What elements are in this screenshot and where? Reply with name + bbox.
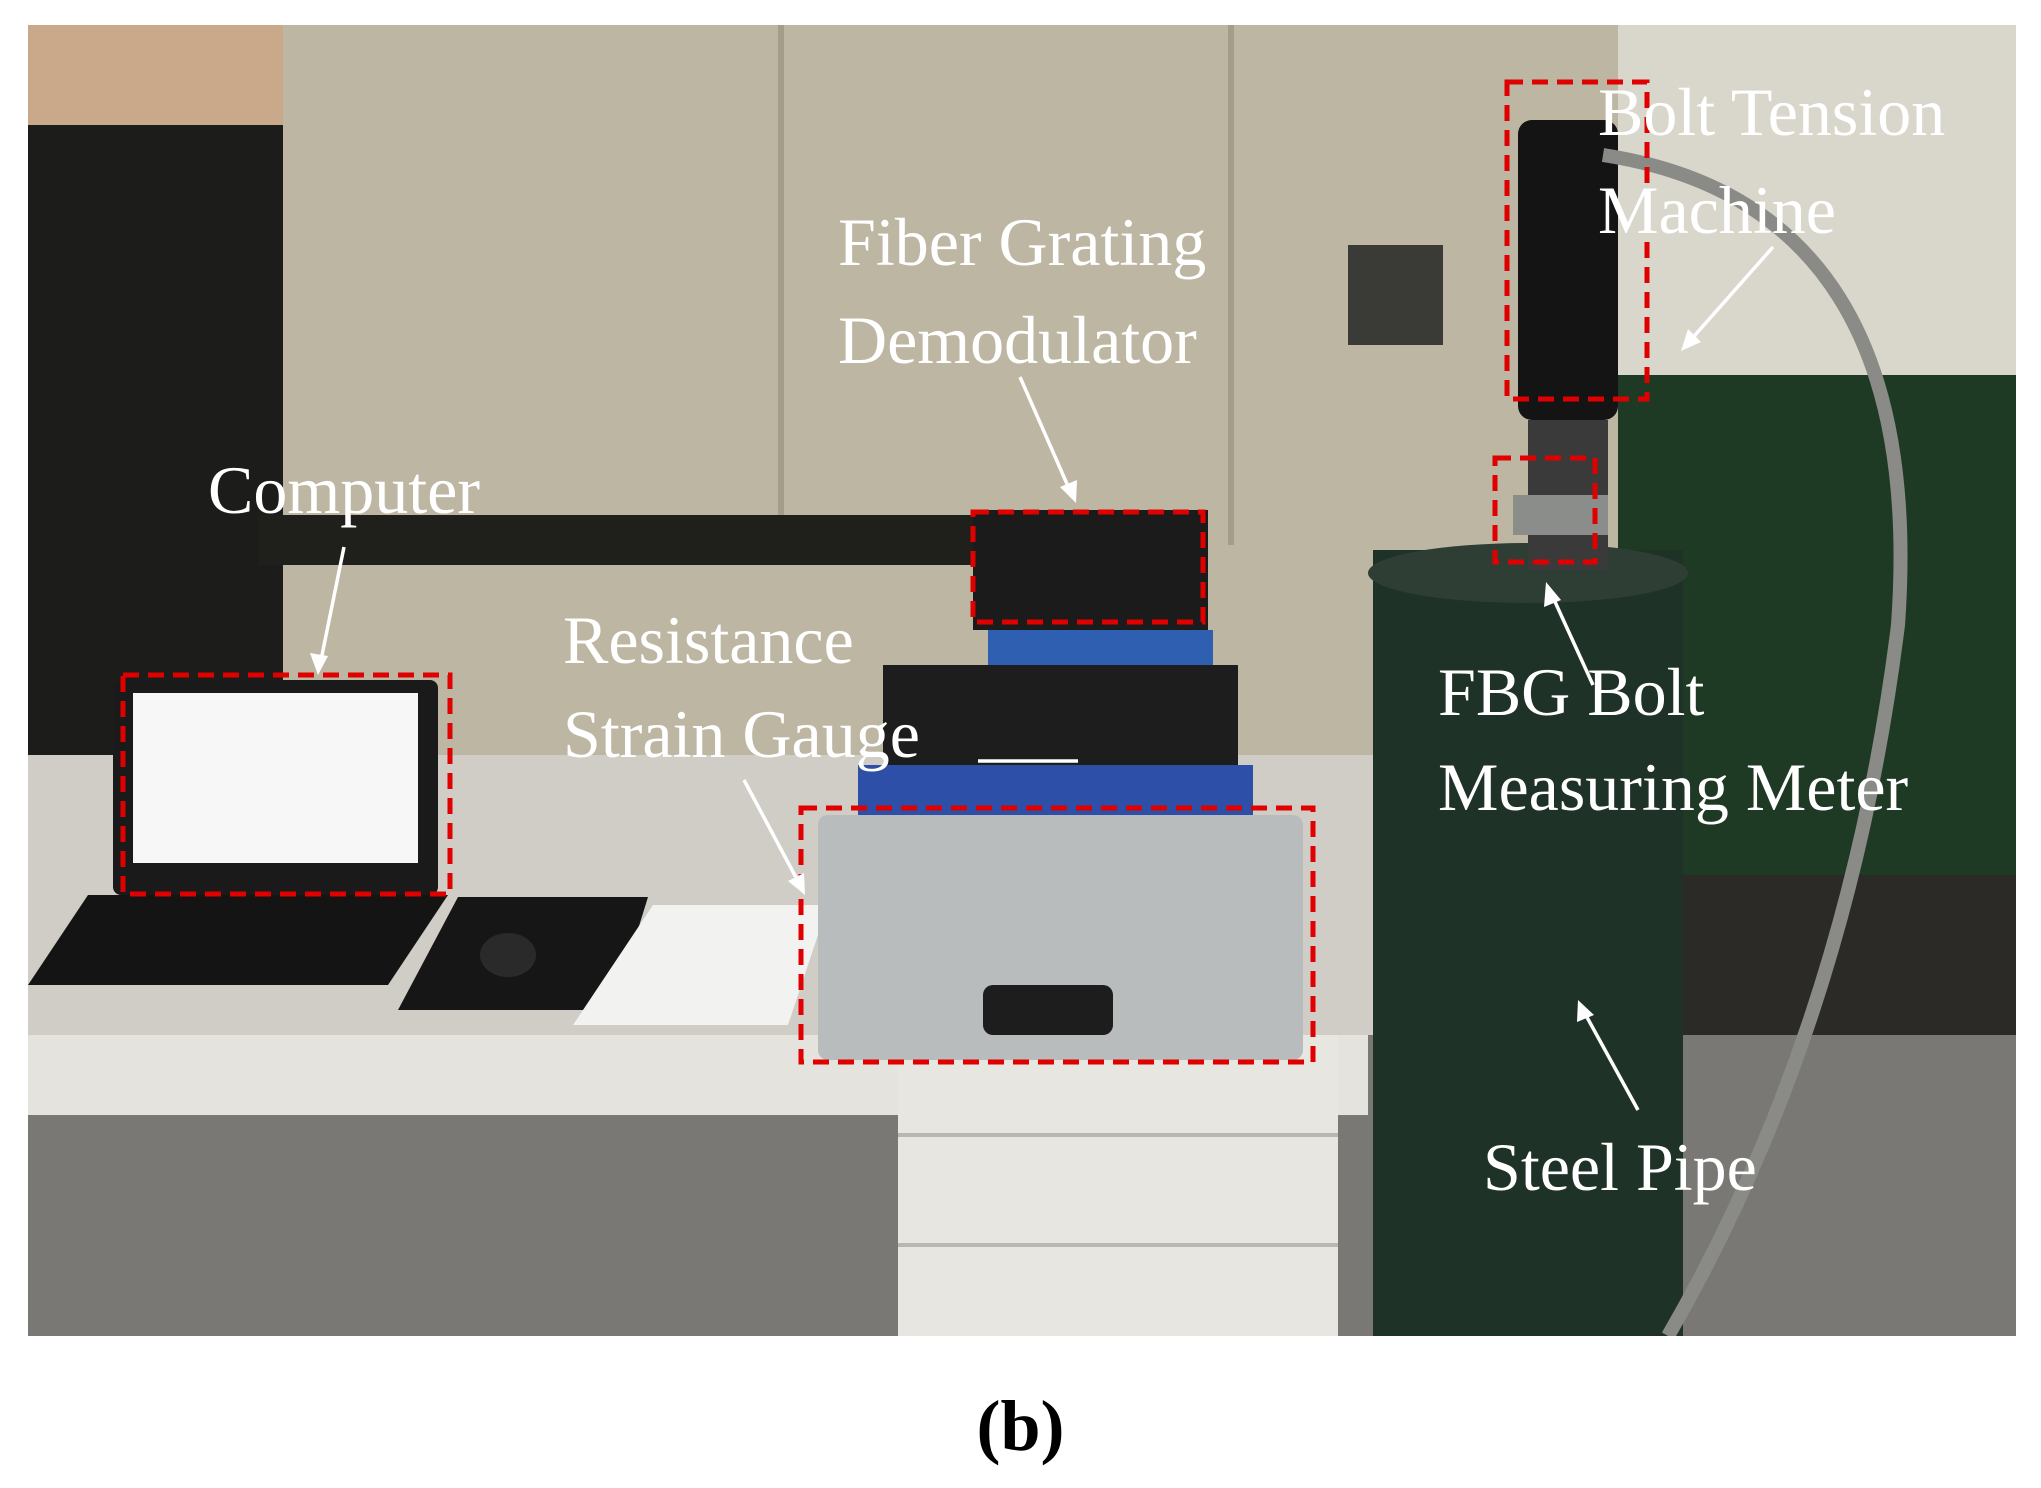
lab-photo: Bolt Tension Machine Fiber Grating Demod… — [28, 25, 2016, 1336]
resistance-strain-gauge-arrow — [742, 779, 805, 895]
computer-label: Computer — [208, 452, 480, 528]
resistance-label-line1: Resistance — [563, 602, 854, 678]
steel-pipe — [1373, 550, 1683, 1336]
bolt-tension-label-line2: Machine — [1598, 172, 1836, 248]
fbg-bolt-label-line2: Measuring Meter — [1438, 749, 1909, 825]
figure-caption: (b) — [976, 1386, 1065, 1466]
fbg-bolt-meter-box — [1492, 455, 1598, 565]
strain-gauge-case — [818, 815, 1303, 1060]
bolt-tension-label-line1: Bolt Tension — [1598, 74, 1945, 150]
fbg-bolt-label-line1: FBG Bolt — [1438, 654, 1705, 730]
paper-sheet — [573, 905, 828, 1025]
bolt-tension-arrow — [1681, 245, 1775, 351]
right-wall-green — [1618, 375, 2016, 875]
laptop-screen — [133, 693, 418, 863]
bolt-tension-machine-box — [1504, 79, 1650, 402]
fiber-grating-arrow — [1018, 376, 1077, 503]
mouse — [480, 933, 536, 977]
left-window — [28, 25, 283, 125]
fiber-grating-label-line1: Fiber Grating — [838, 204, 1206, 280]
steel-pipe-label: Steel Pipe — [1483, 1129, 1757, 1205]
fiber-grating-demodulator-box — [970, 509, 1206, 625]
fbg-bolt-meter-arrow — [1544, 582, 1595, 686]
desk-drawers — [898, 1035, 1338, 1336]
cabinet-display — [1348, 245, 1443, 345]
computer-arrow — [310, 546, 346, 675]
dark-beam — [258, 515, 978, 565]
laptop-keyboard — [28, 895, 448, 985]
right-wall-upper — [1618, 25, 2016, 375]
computer-box — [120, 672, 453, 897]
bolt-meter-ring — [1513, 495, 1608, 535]
hydraulic-hose — [1601, 148, 1908, 1336]
resistance-label-line2: Strain Gauge — [563, 696, 920, 772]
cabinet-panel-line — [778, 25, 784, 545]
strain-gauge-handle — [983, 985, 1113, 1035]
cabinet-panel-line — [1228, 25, 1234, 545]
fiber-grating-label-line2: Demodulator — [838, 302, 1197, 378]
demodulator-device — [973, 510, 1208, 630]
steel-pipe-arrow — [1577, 1000, 1640, 1111]
resistance-strain-gauge-box — [798, 805, 1316, 1065]
bolt-tension-cylinder — [1518, 120, 1618, 420]
